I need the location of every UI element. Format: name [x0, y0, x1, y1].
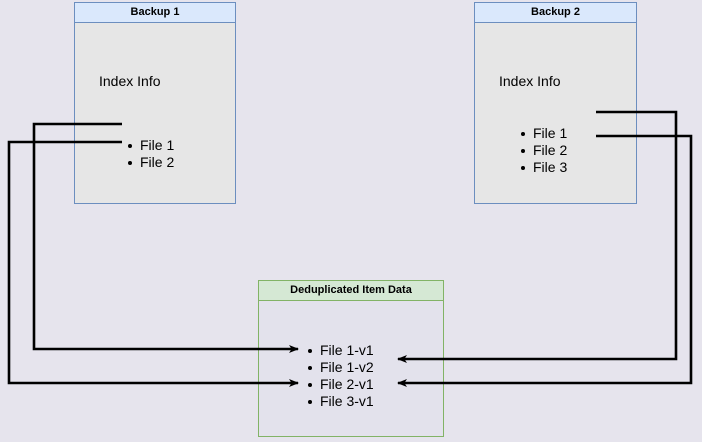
node-backup-2-file-list: File 1 File 2 File 3 — [519, 125, 567, 176]
node-backup-2[interactable]: Backup 2 Index Info File 1 File 2 File 3 — [474, 2, 637, 204]
node-backup-2-subtitle: Index Info — [499, 73, 561, 89]
node-backup-1-body: Index Info File 1 File 2 — [75, 23, 235, 203]
node-backup-1[interactable]: Backup 1 Index Info File 1 File 2 — [74, 2, 236, 204]
node-backup-2-body: Index Info File 1 File 2 File 3 — [475, 23, 636, 203]
list-item[interactable]: File 2-v1 — [306, 376, 374, 393]
node-backup-1-subtitle: Index Info — [99, 73, 161, 89]
node-deduplicated-item-data-body: File 1-v1 File 1-v2 File 2-v1 File 3-v1 — [259, 301, 443, 436]
node-dedup-file-list: File 1-v1 File 1-v2 File 2-v1 File 3-v1 — [306, 342, 374, 410]
node-deduplicated-item-data[interactable]: Deduplicated Item Data File 1-v1 File 1-… — [258, 280, 444, 437]
node-backup-2-title: Backup 2 — [475, 3, 636, 23]
node-deduplicated-item-data-title: Deduplicated Item Data — [259, 281, 443, 301]
list-item[interactable]: File 1 — [126, 137, 174, 154]
list-item[interactable]: File 2 — [126, 154, 174, 171]
list-item[interactable]: File 3 — [519, 159, 567, 176]
list-item[interactable]: File 1-v2 — [306, 359, 374, 376]
node-backup-1-title: Backup 1 — [75, 3, 235, 23]
list-item[interactable]: File 1 — [519, 125, 567, 142]
list-item[interactable]: File 2 — [519, 142, 567, 159]
list-item[interactable]: File 3-v1 — [306, 393, 374, 410]
list-item[interactable]: File 1-v1 — [306, 342, 374, 359]
node-backup-1-file-list: File 1 File 2 — [126, 137, 174, 171]
